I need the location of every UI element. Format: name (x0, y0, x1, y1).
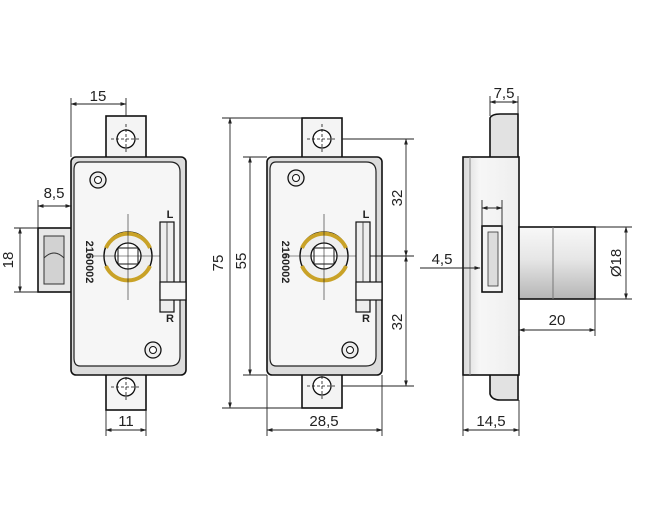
screw-hole-icon (341, 341, 359, 359)
dimension-body-height: 55 (233, 156, 267, 376)
stamp-number: 2160002 (83, 241, 95, 284)
svg-text:15: 15 (90, 88, 107, 105)
svg-text:14,5: 14,5 (476, 413, 505, 430)
front-view-left: L R 2160002 15 8,5 18 11 (0, 88, 187, 436)
dimension-cylinder-diameter: Ø18 (595, 226, 632, 300)
mark-r: R (362, 313, 370, 325)
svg-text:8,5: 8,5 (44, 185, 65, 202)
mark-r: R (166, 313, 174, 325)
dimension-cylinder-length: 20 (518, 299, 596, 336)
svg-text:55: 55 (233, 253, 250, 270)
screw-hole-icon (287, 169, 305, 187)
cross-mount-icon (307, 124, 337, 154)
dimension-cam-offset: 4,5 (420, 200, 503, 270)
svg-text:32: 32 (389, 314, 406, 331)
dimension-bolt-height: 18 (0, 227, 38, 293)
bolt (37, 227, 75, 293)
screw-hole-icon (144, 341, 162, 359)
svg-text:28,5: 28,5 (309, 413, 338, 430)
latch-slider (159, 221, 187, 313)
dimension-lower-32: 32 (342, 255, 414, 387)
dimension-total-height: 75 (210, 117, 302, 409)
cam-mechanism (86, 214, 170, 300)
cross-mount-icon (307, 371, 337, 401)
svg-text:32: 32 (389, 190, 406, 207)
svg-text:11: 11 (118, 413, 134, 430)
dimension-bolt-offset: 8,5 (37, 185, 72, 228)
dimension-bottom-width: 11 (105, 410, 147, 436)
dimension-body-depth: 14,5 (462, 375, 520, 436)
dimension-flange: 7,5 (489, 85, 519, 116)
front-view-right: L R 2160002 75 55 32 32 (210, 117, 414, 436)
svg-text:7,5: 7,5 (494, 85, 515, 102)
dimension-upper-32: 32 (342, 138, 414, 257)
dimension-body-width: 28,5 (266, 375, 383, 436)
cross-mount-icon (111, 124, 141, 154)
cylinder (518, 226, 596, 300)
dimension-plate-width: 15 (70, 88, 127, 157)
latch-slider (355, 221, 383, 313)
side-view: 7,5 4,5 Ø18 20 14,5 (420, 85, 632, 436)
screw-hole-icon (89, 171, 107, 189)
stamp-number: 2160002 (279, 241, 291, 284)
mark-l: L (167, 209, 174, 221)
svg-text:18: 18 (0, 252, 17, 269)
svg-text:75: 75 (210, 255, 227, 272)
svg-text:4,5: 4,5 (432, 251, 453, 268)
mark-l: L (363, 209, 370, 221)
cross-mount-icon (111, 372, 141, 402)
svg-text:Ø18: Ø18 (608, 249, 625, 277)
cam-mechanism (282, 214, 366, 300)
svg-text:20: 20 (549, 312, 566, 329)
